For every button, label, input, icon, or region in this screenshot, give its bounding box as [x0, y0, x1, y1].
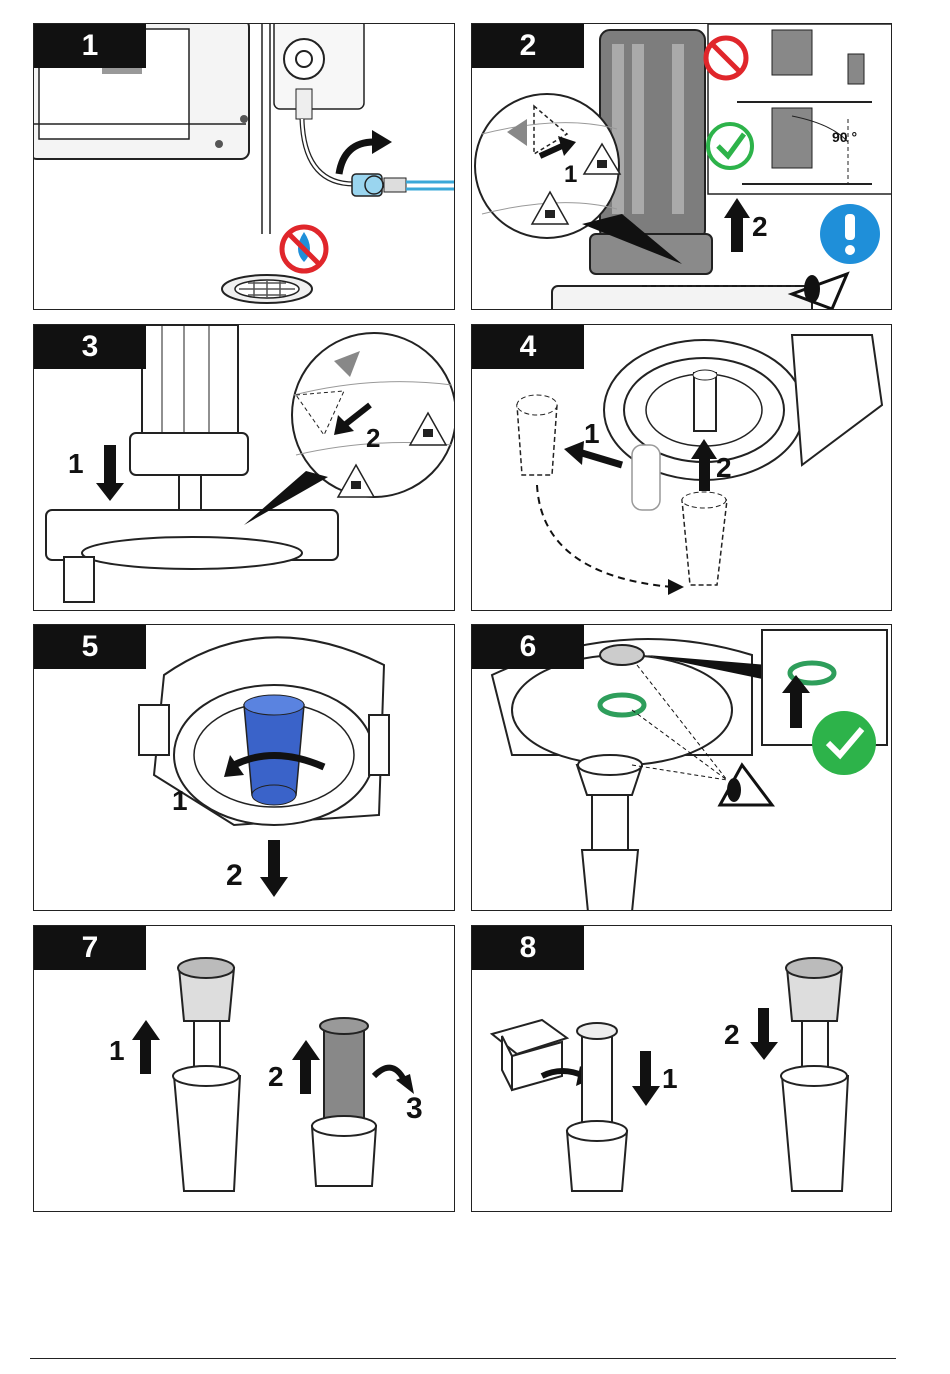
- svg-text:2: 2: [268, 1061, 284, 1092]
- svg-text:2: 2: [724, 1019, 740, 1050]
- svg-text:3: 3: [406, 1092, 423, 1125]
- eye-icon: [720, 765, 772, 805]
- step-number: 5: [34, 625, 146, 669]
- step-panel-8: 8 1 2: [471, 925, 892, 1212]
- svg-text:2: 2: [226, 859, 243, 892]
- step-panel-2: 2 1 2: [471, 23, 892, 310]
- step-panel-6: 6: [471, 624, 892, 911]
- step-panel-4: 4 1 2: [471, 324, 892, 611]
- svg-text:1: 1: [584, 418, 600, 449]
- step-number: 7: [34, 926, 146, 970]
- svg-text:1: 1: [662, 1063, 678, 1094]
- prohibited-icon: [706, 38, 746, 78]
- step-number: 3: [34, 325, 146, 369]
- checkmark-icon: [708, 124, 752, 168]
- step-panel-5: 5 1 2: [33, 624, 455, 911]
- step-panel-3: 3 1 2: [33, 324, 455, 611]
- box-icon: [492, 1020, 567, 1090]
- svg-text:1: 1: [564, 161, 577, 188]
- step-number: 8: [472, 926, 584, 970]
- no-water-icon: [282, 227, 326, 271]
- svg-text:2: 2: [716, 452, 732, 483]
- step-panel-1: 1: [33, 23, 455, 310]
- svg-text:90 °: 90 °: [832, 129, 857, 145]
- step-number: 6: [472, 625, 584, 669]
- svg-text:1: 1: [68, 448, 84, 479]
- step-panel-7: 7 1 1 2 3: [33, 925, 455, 1212]
- step-number: 1: [34, 24, 146, 68]
- drain-icon: [222, 275, 312, 303]
- svg-text:1: 1: [172, 785, 188, 816]
- info-icon: [820, 204, 880, 264]
- svg-text:1: 1: [109, 1035, 125, 1066]
- svg-text:2: 2: [366, 423, 380, 453]
- checkmark-icon: [812, 711, 876, 775]
- step-number: 4: [472, 325, 584, 369]
- footer-rule: [30, 1358, 896, 1359]
- svg-text:2: 2: [752, 211, 768, 242]
- step-number: 2: [472, 24, 584, 68]
